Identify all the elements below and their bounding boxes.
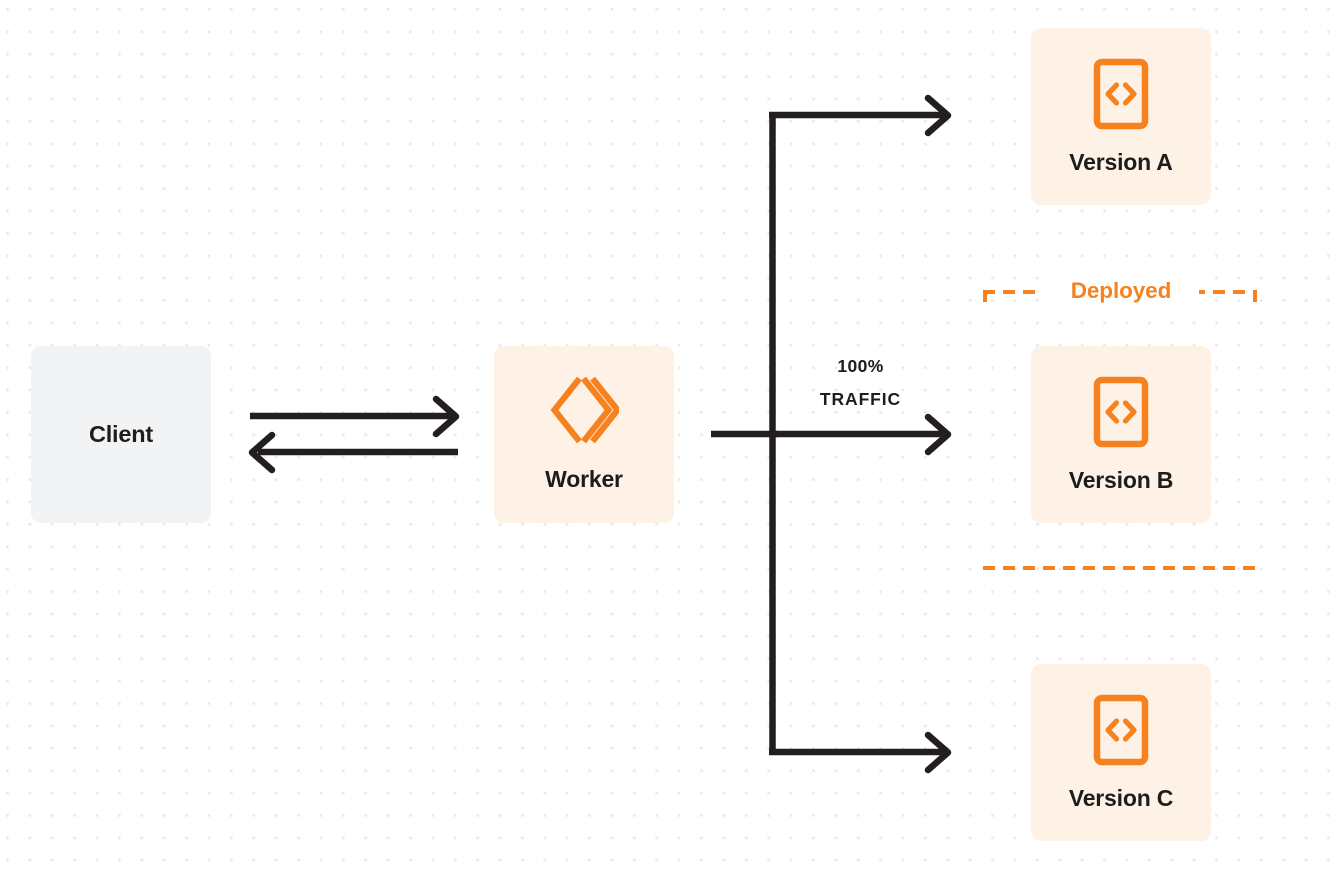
- deployed-label: Deployed: [1043, 274, 1199, 308]
- cloudflare-workers-logo-icon: [549, 376, 622, 448]
- node-version-a-label: Version A: [1069, 148, 1173, 175]
- deployed-border-bottom: [983, 566, 1257, 570]
- node-version-a[interactable]: Version A: [1031, 28, 1211, 205]
- deployed-border-top-left: [983, 290, 1047, 294]
- node-version-b[interactable]: Version B: [1031, 346, 1211, 523]
- node-version-c[interactable]: Version C: [1031, 664, 1211, 841]
- edge-worker-trunk: [711, 115, 778, 752]
- edge-worker-to-version-b: [772, 413, 952, 456]
- deployed-border-left: [983, 290, 987, 570]
- node-client[interactable]: Client: [31, 346, 211, 523]
- edge-worker-to-version-c: [769, 731, 952, 774]
- code-document-icon: [1093, 694, 1149, 771]
- code-document-icon: [1093, 376, 1149, 453]
- traffic-percent: 100%: [837, 356, 884, 376]
- node-worker[interactable]: Worker: [494, 346, 674, 523]
- edge-worker-to-version-a: [769, 94, 952, 137]
- node-version-b-label: Version B: [1068, 466, 1174, 493]
- deployed-group: Deployed: [983, 274, 1257, 570]
- edge-client-to-worker: [250, 395, 460, 438]
- node-client-label: Client: [88, 421, 154, 447]
- code-document-icon: [1093, 58, 1149, 135]
- edge-worker-to-client: [248, 431, 458, 474]
- deployed-border-top-right: [1193, 290, 1257, 294]
- deployed-border-right: [1253, 290, 1257, 570]
- traffic-word: TRAFFIC: [819, 389, 902, 409]
- node-worker-label: Worker: [545, 465, 623, 492]
- traffic-label: 100% TRAFFIC: [783, 350, 938, 416]
- node-version-c-label: Version C: [1068, 784, 1174, 811]
